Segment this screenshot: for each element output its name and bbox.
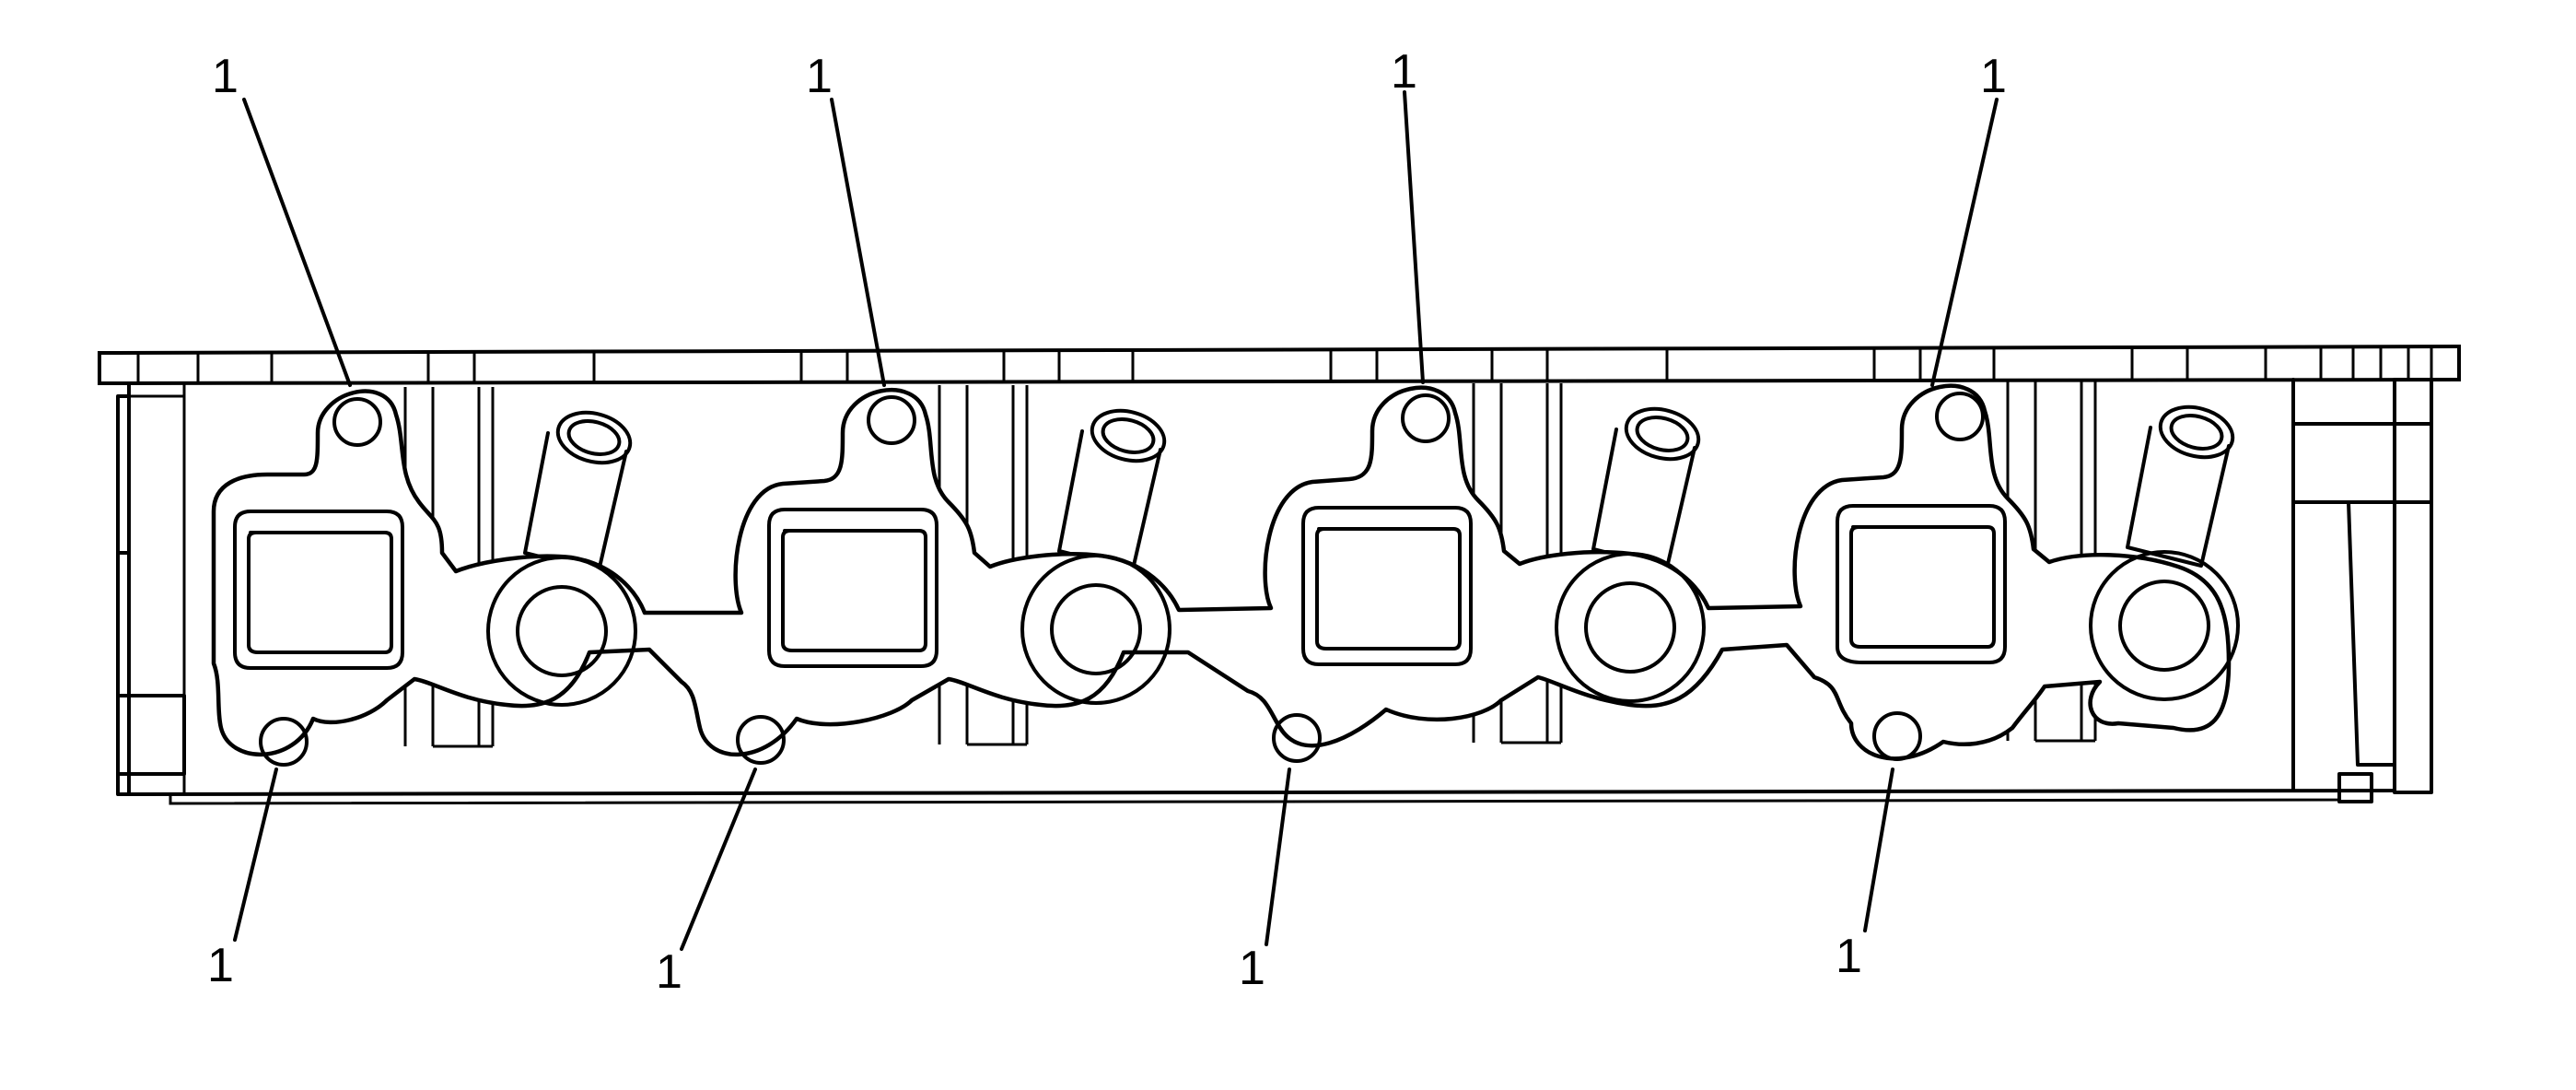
callout-top-2: 1 bbox=[806, 50, 833, 103]
leader-bottom-1 bbox=[233, 768, 278, 942]
bolt-hole-top-3 bbox=[1401, 393, 1451, 443]
bolt-hole-top-2 bbox=[867, 395, 916, 445]
gasket-outline bbox=[211, 383, 2232, 761]
leader-bottom-4 bbox=[1863, 768, 1894, 932]
bolt-hole-top-1 bbox=[332, 397, 382, 447]
callout-top-4: 1 bbox=[1980, 50, 2007, 103]
leader-top-4 bbox=[1930, 98, 1999, 387]
cylinder-head bbox=[98, 344, 2461, 805]
callout-top-3: 1 bbox=[1391, 45, 1417, 99]
callout-bottom-4: 1 bbox=[1836, 930, 1862, 983]
head-top-rail bbox=[98, 344, 2461, 386]
leader-bottom-2 bbox=[680, 768, 757, 951]
bolt-hole-bottom-1 bbox=[259, 717, 309, 767]
callout-bottom-2: 1 bbox=[656, 945, 682, 999]
head-bottom-ledge bbox=[169, 791, 2341, 805]
manifold-gasket bbox=[211, 383, 2240, 767]
bolt-hole-top-4 bbox=[1935, 392, 1985, 441]
head-left-end bbox=[116, 394, 186, 796]
callout-labels: 1 1 1 1 1 1 1 1 bbox=[207, 45, 2007, 999]
head-right-end bbox=[2291, 378, 2433, 803]
gasket-bolt-holes bbox=[259, 392, 1985, 767]
gasket-round-ports bbox=[486, 550, 2240, 707]
callout-leaders bbox=[233, 90, 1999, 951]
gasket-ports bbox=[233, 504, 2007, 670]
leader-top-2 bbox=[830, 98, 886, 387]
leader-top-3 bbox=[1403, 90, 1425, 384]
bolt-hole-bottom-3 bbox=[1272, 713, 1322, 763]
callout-bottom-3: 1 bbox=[1239, 942, 1265, 995]
leader-top-1 bbox=[242, 98, 352, 387]
bolt-hole-bottom-4 bbox=[1872, 711, 1922, 761]
bolt-hole-bottom-2 bbox=[736, 715, 786, 765]
head-rail-segments bbox=[136, 347, 2433, 383]
callout-bottom-1: 1 bbox=[207, 939, 234, 992]
leader-bottom-3 bbox=[1265, 768, 1291, 946]
callout-top-1: 1 bbox=[212, 50, 239, 103]
